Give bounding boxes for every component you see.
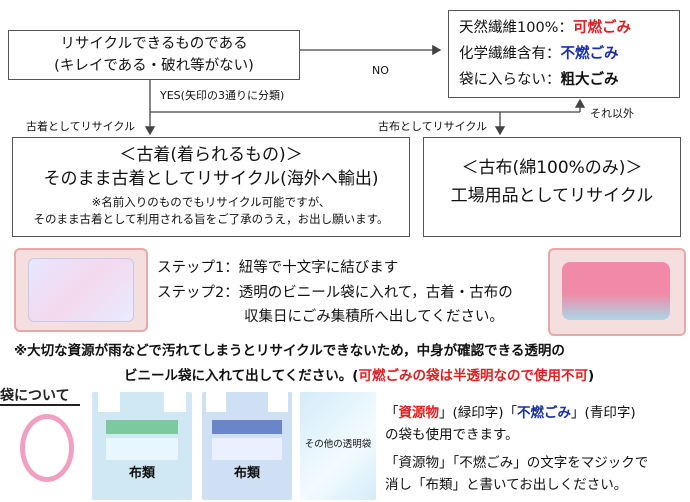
yes-label: YES(矢印の3通りに分類) <box>160 89 285 102</box>
row-chemical-fiber: 化学繊維含有：不燃ごみ <box>459 41 679 67</box>
bag2-label: 布類 <box>233 466 260 481</box>
warning-line1: ※大切な資源が雨などで汚れてしまうとリサイクルできないため，中身が確認できる透明… <box>14 343 565 359</box>
row-chemical-fiber-label: 化学繊維含有： <box>459 46 561 62</box>
old-clothes-line: そのまま古着としてリサイクル(海外へ輸出) <box>43 169 379 189</box>
question-line2: (キレイである・破れ等がない) <box>54 58 254 74</box>
step2b-text: 収集日にごみ集積所へ出してください。 <box>244 309 504 325</box>
step2-text: ステップ2：透明のビニール袋に入れて，古着・古布の <box>157 285 513 301</box>
warning-red-text: 可燃ごみの袋は半透明なので使用不可 <box>358 368 588 384</box>
warning-line2-text: ビニール袋に入れて出してください。( <box>124 368 359 384</box>
nonburnable-word: 不燃ごみ <box>517 405 572 421</box>
row-natural-fiber-label: 天然繊維100%： <box>459 20 573 36</box>
bag-info-end: 」(青印字) <box>571 405 636 421</box>
recyclable-question-box: リサイクルできるものである (キレイである・破れ等がない) <box>8 30 300 80</box>
bag1-label: 布類 <box>128 466 155 481</box>
tied-clothes-photo <box>14 248 148 332</box>
old-cloth-line: 工場用品としてリサイクル <box>450 186 654 206</box>
ring-illustration <box>20 414 74 482</box>
old-clothes-title: ＜古着(着られるもの)＞ <box>119 145 303 165</box>
bag-info-line2: の袋も使用できます。 <box>385 427 519 443</box>
bag-info-open1: 「 <box>385 405 399 421</box>
row-natural-fiber: 天然繊維100%：可燃ごみ <box>459 15 679 41</box>
bag-nonburnable-photo: 布類 <box>202 392 292 500</box>
old-clothes-box: ＜古着(着られるもの)＞ そのまま古着としてリサイクル(海外へ輸出) ※名前入り… <box>12 137 410 237</box>
old-clothes-note2: そのまま古着として利用される旨をご了承のうえ，お出し願います。 <box>33 212 389 226</box>
no-label: NO <box>372 64 389 77</box>
row-not-fit-bag-label: 袋に入らない： <box>459 72 561 88</box>
bag-info-line4: 消し「布類」と書いてお出しください。 <box>385 477 628 493</box>
step1-text: ステップ1：紐等で十文字に結びます <box>157 260 399 276</box>
old-cloth-box: ＜古布(綿100%のみ)＞ 工場用品としてリサイクル <box>423 137 681 237</box>
old-cloth-arrow-label: 古布としてリサイクル <box>378 120 488 133</box>
resource-word: 資源物 <box>398 405 440 421</box>
bag-info: 「資源物」(緑印字)「不燃ごみ」(青印字) の袋も使用できます。 「資源物」「不… <box>385 402 648 496</box>
bag-resource-photo: 布類 <box>92 392 192 500</box>
row-not-fit-bag: 袋に入らない：粗大ごみ <box>459 67 679 93</box>
non-recyclable-box: 天然繊維100%：可燃ごみ 化学繊維含有：不燃ごみ 袋に入らない：粗大ごみ <box>448 10 680 98</box>
warning-line2: ビニール袋に入れて出してください。(可燃ごみの袋は半透明なので使用不可) <box>124 364 594 384</box>
question-line1: リサイクルできるものである <box>60 36 248 52</box>
bag-other-clear-photo: その他の透明袋 <box>300 392 376 500</box>
bag-info-line3: 「資源物」「不燃ごみ」の文字をマジックで <box>385 455 649 471</box>
bag-section-underline <box>0 404 80 406</box>
burnable-value: 可燃ごみ <box>572 20 631 36</box>
other-label: それ以外 <box>590 107 634 120</box>
warning-line2-close: ) <box>587 368 595 384</box>
bag-info-mid: 」(緑印字)「 <box>439 405 518 421</box>
bagged-clothes-photo <box>548 248 686 336</box>
old-clothes-note1: ※名前入りのものでもリサイクル可能ですが、 <box>91 195 331 209</box>
old-cloth-title: ＜古布(綿100%のみ)＞ <box>461 158 643 178</box>
bag-info-line1: 「資源物」(緑印字)「不燃ごみ」(青印字) <box>385 402 648 424</box>
old-clothes-arrow-label: 古着としてリサイクル <box>26 120 136 133</box>
bag3-label: その他の透明袋 <box>304 439 372 450</box>
oversized-value: 粗大ごみ <box>560 72 619 88</box>
non-burnable-value: 不燃ごみ <box>560 46 619 62</box>
bag-section-label: 袋について <box>0 388 70 404</box>
